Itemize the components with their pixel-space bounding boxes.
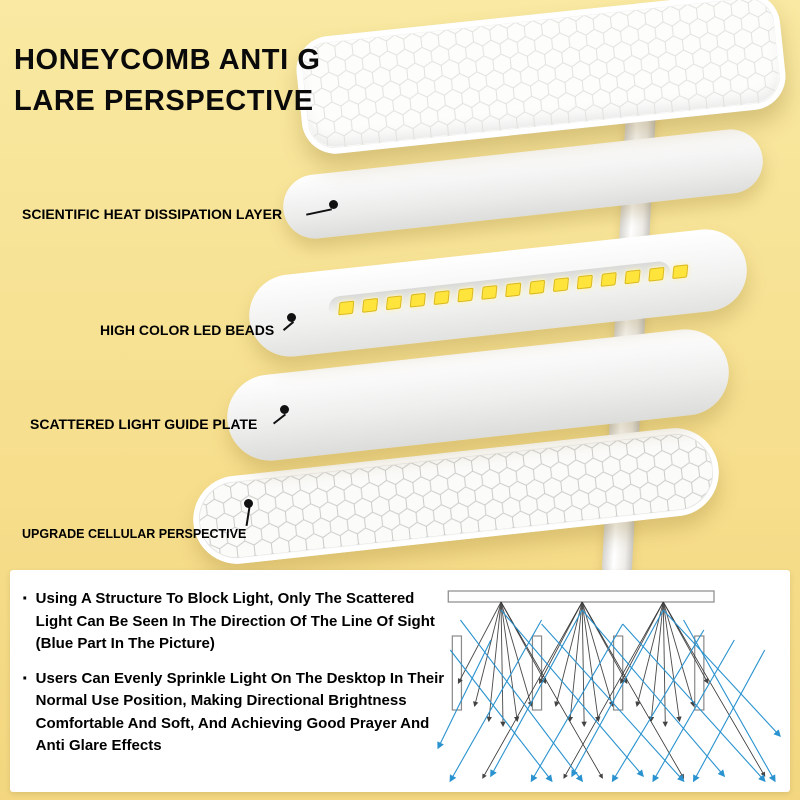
led-chip: [361, 297, 379, 313]
bullet-item: · Using A Structure To Block Light, Only…: [22, 588, 454, 656]
bullet-list: · Using A Structure To Block Light, Only…: [22, 588, 454, 770]
led-chip: [457, 287, 474, 303]
led-chip: [576, 274, 593, 290]
callout-dot-guide: [280, 405, 289, 414]
led-chip: [528, 279, 546, 295]
led-chip: [505, 282, 522, 298]
led-chip: [648, 266, 665, 282]
callout-cellular: UPGRADE CELLULAR PERSPECTIVE: [22, 527, 247, 541]
title-line-1: HONEYCOMB ANTI G: [14, 44, 321, 76]
lamp-head-honeycomb-layer: [293, 0, 789, 158]
page-title: HONEYCOMB ANTI G LARE PERSPECTIVE: [14, 40, 321, 122]
callout-dot-cellular: [244, 499, 253, 508]
cellular-honeycomb-layer: [188, 423, 724, 569]
led-chip: [409, 292, 426, 308]
led-chip: [552, 277, 570, 293]
title-line-2: LARE PERSPECTIVE: [14, 85, 314, 118]
info-panel: · Using A Structure To Block Light, Only…: [10, 570, 790, 792]
bullet-marker: ·: [22, 588, 29, 610]
led-chip: [624, 269, 641, 285]
light-path-diagram: [437, 590, 781, 783]
bullet-item: · Users Can Evenly Sprinkle Light On The…: [22, 668, 454, 758]
led-chip: [672, 264, 689, 280]
callout-heat-dissipation: SCIENTIFIC HEAT DISSIPATION LAYER: [22, 206, 283, 222]
bullet-marker: ·: [22, 667, 29, 690]
led-chip: [385, 295, 403, 311]
callout-light-guide: SCATTERED LIGHT GUIDE PLATE: [30, 416, 258, 432]
callout-dot-heat: [329, 200, 338, 209]
led-chip: [481, 285, 498, 300]
honeycomb-texture: [302, 0, 780, 149]
honeycomb-texture: [198, 433, 714, 559]
callout-led-beads: HIGH COLOR LED BEADS: [100, 322, 275, 338]
led-chip: [338, 300, 355, 316]
led-chip: [600, 272, 617, 287]
callout-dot-led: [287, 313, 296, 322]
led-chip: [433, 290, 450, 306]
bullet-text-1: Using A Structure To Block Light, Only T…: [35, 590, 435, 652]
bullet-text-2: Users Can Evenly Sprinkle Light On The D…: [35, 669, 445, 755]
